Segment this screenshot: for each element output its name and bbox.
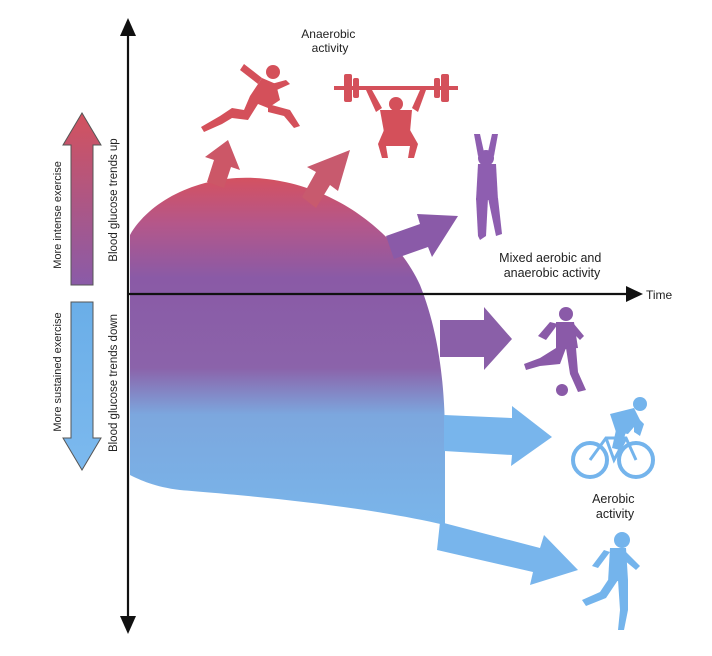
goalkeeper-icon: [474, 134, 502, 240]
intensity-up-arrow: [62, 112, 102, 286]
more-intense-exercise-label: More intense exercise: [52, 161, 64, 269]
anaerobic-label: Anaerobic activity: [301, 27, 358, 55]
time-axis-label: Time: [646, 288, 673, 302]
footballer-icon: [524, 307, 586, 396]
arrow-weightlifter: [302, 150, 350, 208]
arrow-sprinter: [205, 140, 240, 188]
anaerobic-label-line1: Anaerobic: [301, 27, 355, 41]
vertical-axis: [120, 18, 136, 634]
arrow-cyclist: [444, 406, 552, 466]
arrow-goalkeeper: [386, 214, 458, 259]
more-sustained-exercise-label: More sustained exercise: [52, 312, 64, 431]
cyclist-icon: [571, 397, 655, 479]
aerobic-label: Aerobic activity: [592, 492, 638, 521]
mixed-label-line1: Mixed aerobic and: [499, 251, 601, 265]
aerobic-label-line1: Aerobic: [592, 492, 634, 506]
anaerobic-label-line2: activity: [312, 41, 349, 55]
aerobic-label-line2: activity: [596, 507, 635, 521]
arrow-runner: [437, 522, 578, 585]
glucose-dome: [130, 177, 445, 525]
arrow-footballer: [440, 307, 512, 370]
weightlifter-icon: [334, 74, 458, 158]
mixed-label: Mixed aerobic and anaerobic activity: [499, 251, 605, 280]
blood-glucose-down-label: Blood glucose trends down: [108, 314, 120, 452]
sprinter-icon: [201, 64, 300, 132]
time-axis: [128, 286, 643, 302]
runner-icon: [582, 532, 640, 630]
mixed-label-line2: anaerobic activity: [504, 266, 601, 280]
blood-glucose-up-label: Blood glucose trends up: [108, 138, 120, 261]
sustained-down-arrow: [62, 301, 102, 471]
